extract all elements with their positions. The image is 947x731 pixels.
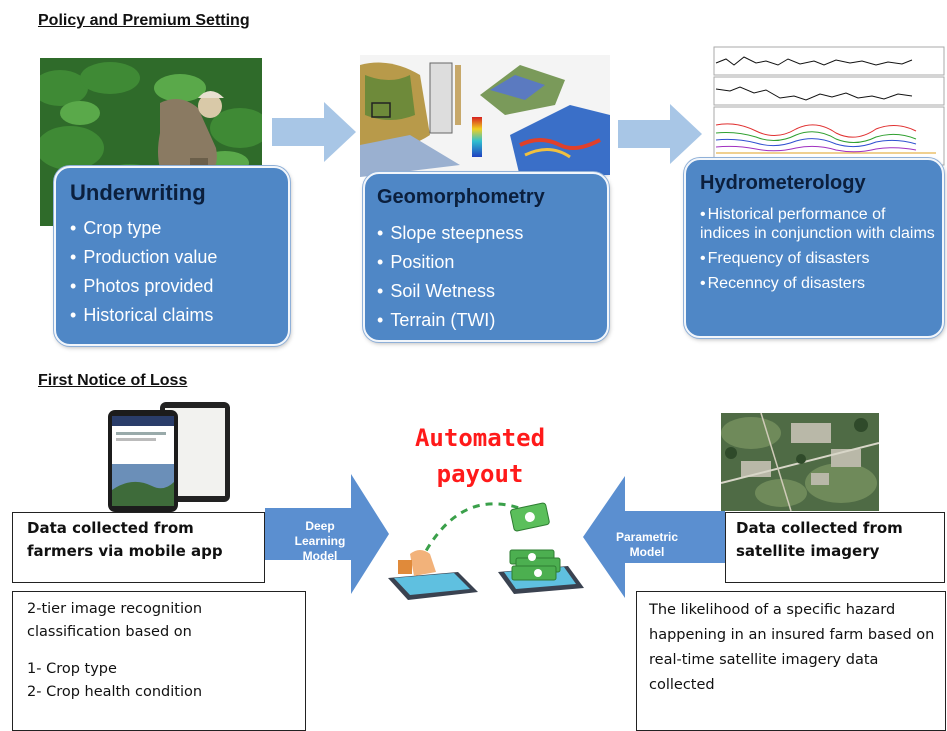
payout-illustration	[380, 492, 590, 604]
hydrometerology-item: Recenncy of disasters	[700, 274, 936, 293]
underwriting-item: Production value	[70, 243, 288, 272]
mobile-desc-item: 1- Crop type	[27, 661, 117, 677]
payout-line-1: Automated	[414, 424, 546, 452]
deep-learning-arrow: Deep Learning Model	[265, 474, 389, 594]
hydrometerology-item: Historical performance of indices in con…	[700, 205, 936, 243]
flow-arrow-2	[618, 104, 702, 164]
automated-payout-title: Automated payout	[390, 420, 570, 492]
payout-line-2: payout	[436, 460, 524, 488]
mobile-caption: Data collected from farmers via mobile a…	[27, 519, 223, 560]
terrain-map-image	[360, 55, 610, 177]
underwriting-list: Crop type Production value Photos provid…	[70, 214, 288, 330]
deep-learning-label: Deep Learning Model	[294, 519, 346, 563]
geomorphometry-item: Terrain (TWI)	[377, 306, 607, 335]
mobile-description-box: 2-tier image recognition classification …	[12, 591, 306, 731]
geomorphometry-item: Slope steepness	[377, 219, 607, 248]
geomorphometry-item: Position	[377, 248, 607, 277]
policy-heading: Policy and Premium Setting	[38, 12, 250, 29]
geomorphometry-list: Slope steepness Position Soil Wetness Te…	[377, 219, 607, 335]
underwriting-item: Crop type	[70, 214, 288, 243]
mobile-caption-box: Data collected from farmers via mobile a…	[12, 512, 265, 583]
geomorphometry-title: Geomorphometry	[377, 186, 545, 208]
underwriting-title: Underwriting	[70, 180, 206, 205]
fnol-heading: First Notice of Loss	[38, 372, 188, 389]
mobile-desc-item: 2- Crop health condition	[27, 684, 203, 700]
satellite-description-box: The likelihood of a specific hazard happ…	[636, 591, 946, 731]
underwriting-item: Historical claims	[70, 301, 288, 330]
parametric-arrow: Parametric Model	[583, 476, 725, 598]
geomorphometry-box: Geomorphometry Slope steepness Position …	[363, 172, 609, 342]
satellite-desc: The likelihood of a specific hazard happ…	[649, 602, 935, 693]
hydrometerology-list: Historical performance of indices in con…	[700, 205, 936, 293]
flow-arrow-1	[272, 102, 356, 162]
hydrometerology-title: Hydrometerology	[700, 172, 866, 194]
hydrometerology-box: Hydrometerology Historical performance o…	[684, 158, 944, 338]
mobile-desc-intro: 2-tier image recognition classification …	[27, 601, 203, 640]
satellite-caption-box: Data collected from satellite imagery	[725, 512, 945, 583]
hydro-timeseries-image	[702, 45, 946, 167]
satellite-image	[721, 413, 879, 511]
hydrometerology-item: Frequency of disasters	[700, 249, 936, 268]
parametric-label: Parametric Model	[615, 530, 679, 559]
underwriting-box: Underwriting Crop type Production value …	[54, 166, 290, 346]
underwriting-item: Photos provided	[70, 272, 288, 301]
geomorphometry-item: Soil Wetness	[377, 277, 607, 306]
satellite-caption: Data collected from satellite imagery	[736, 519, 903, 560]
mobile-app-mockup	[100, 402, 232, 512]
